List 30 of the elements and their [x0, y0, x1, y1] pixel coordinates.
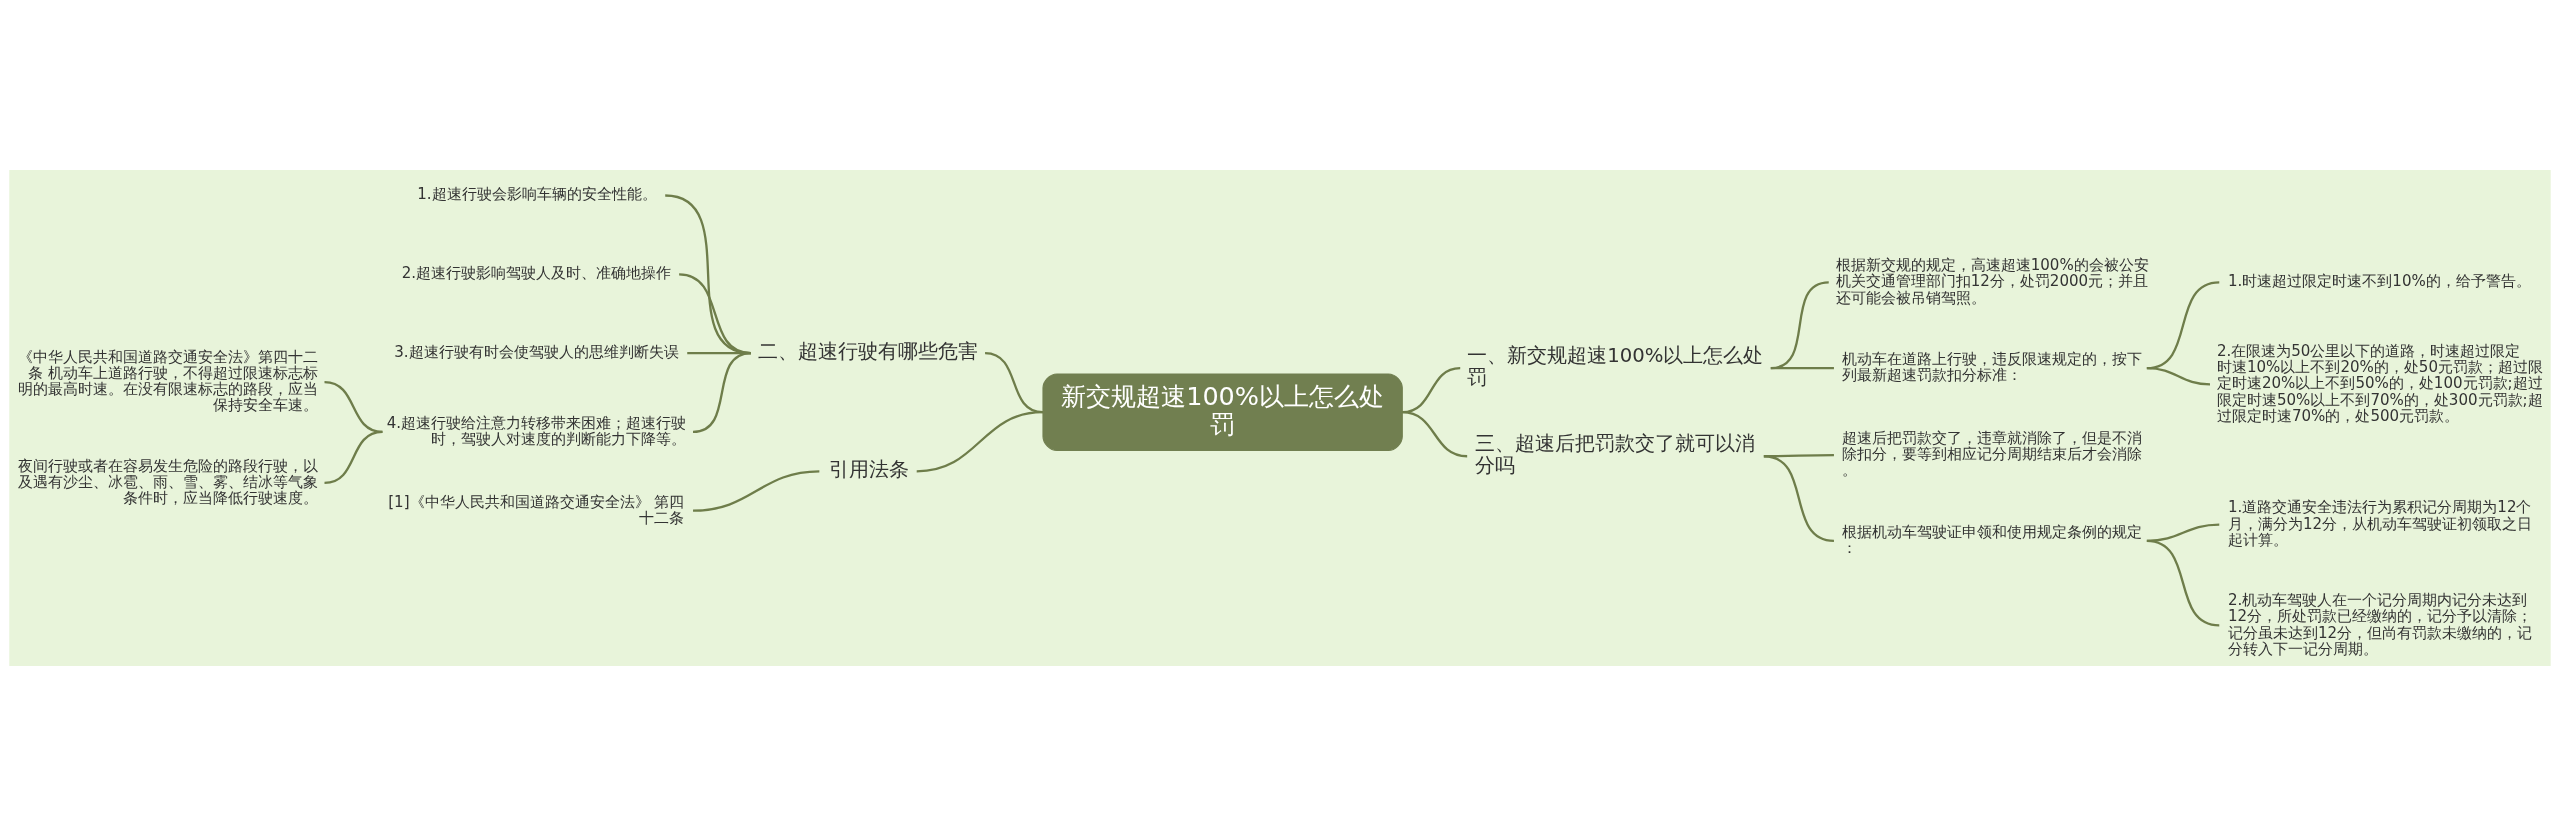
connector	[2146, 366, 2211, 386]
node-text: 《中华人民共和国道路交通安全法》第四十二条 机动车上道路行驶，不得超过限速标志标明的最高时速。在没有限速标志的路段，应当保持安全车速。	[17, 347, 318, 414]
node-text: 超速后把罚款交了，违章就消除了，但是不消除扣分，要等到相应记分周期结束后才会消除。	[1842, 428, 2143, 479]
node-text: 根据新交规的规定，高速超速100%的会被公安机关交通管理部门扣12分，处罚2000元；并且还可能会被吊销驾照。	[1835, 255, 2149, 307]
node-text: 2.在限速为50公里以下的道路，时速超过限定时速10%以上不到20%的，处50元罚款；超过限定时速20%以上不到50%的，处100元罚款;超过限定时速50%以上不到70%的，处300元罚款;超过限定时速70%的，处500元罚款。	[2216, 341, 2543, 425]
node-text: 2.机动车驾驶人在一个记分周期内记分未达到12分，所处罚款已经缴纳的，记分予以清除；记分虽未达到12分，但尚有罚款未缴纳的，记分转入下一记分周期。	[2227, 590, 2533, 658]
node-text: 3.超速行驶有时会使驾驶人的思维判断失误	[394, 342, 679, 361]
connector	[1770, 366, 1834, 369]
node-text: 机动车在道路上行驶，违反限速规定的，按下列最新超速罚款扣分标准：	[1842, 349, 2143, 384]
node-text: 夜间行驶或者在容易发生危险的路段行驶，以及遇有沙尘、冰雹、雨、雪、雾、结冰等气象条件时，应当降低行驶速度。	[17, 456, 318, 507]
node-text: 2.超速行驶影响驾驶人及时、准确地操作	[401, 263, 672, 282]
node-text: 根据机动车驾驶证申领和使用规定条例的规定：	[1842, 522, 2143, 557]
connector	[2146, 539, 2220, 627]
connector	[1763, 454, 1835, 542]
node-text: 二、超速行驶有哪些危害	[758, 339, 979, 363]
connector	[324, 380, 383, 433]
node-text: [1]《中华人民共和国道路交通安全法》 第四十二条	[388, 492, 685, 527]
node-text: 4.超速行驶给注意力转移带来困难；超速行驶时，驾驶人对速度的判断能力下降等。	[386, 413, 687, 448]
node-text: 引用法条	[828, 457, 909, 481]
node-text: 1.超速行驶会影响车辆的安全性能。	[417, 184, 657, 203]
node-box: 新交规超速100%以上怎么处罚	[1042, 372, 1403, 451]
node-text: 1.道路交通安全违法行为累积记分周期为12个月，满分为12分，从机动车驾驶证初领取之日起计算。	[2227, 497, 2533, 549]
connector	[692, 351, 752, 433]
node-text: 一、新交规超速100%以上怎么处罚	[1467, 343, 1764, 389]
connector	[324, 430, 383, 484]
connector	[692, 469, 820, 512]
connector	[1402, 410, 1468, 457]
node-text: 三、超速后把罚款交了就可以消分吗	[1475, 431, 1756, 477]
connector	[916, 410, 1044, 472]
node-text: 1.时速超过限定时速不到10%的，给予警告。	[2227, 271, 2531, 290]
